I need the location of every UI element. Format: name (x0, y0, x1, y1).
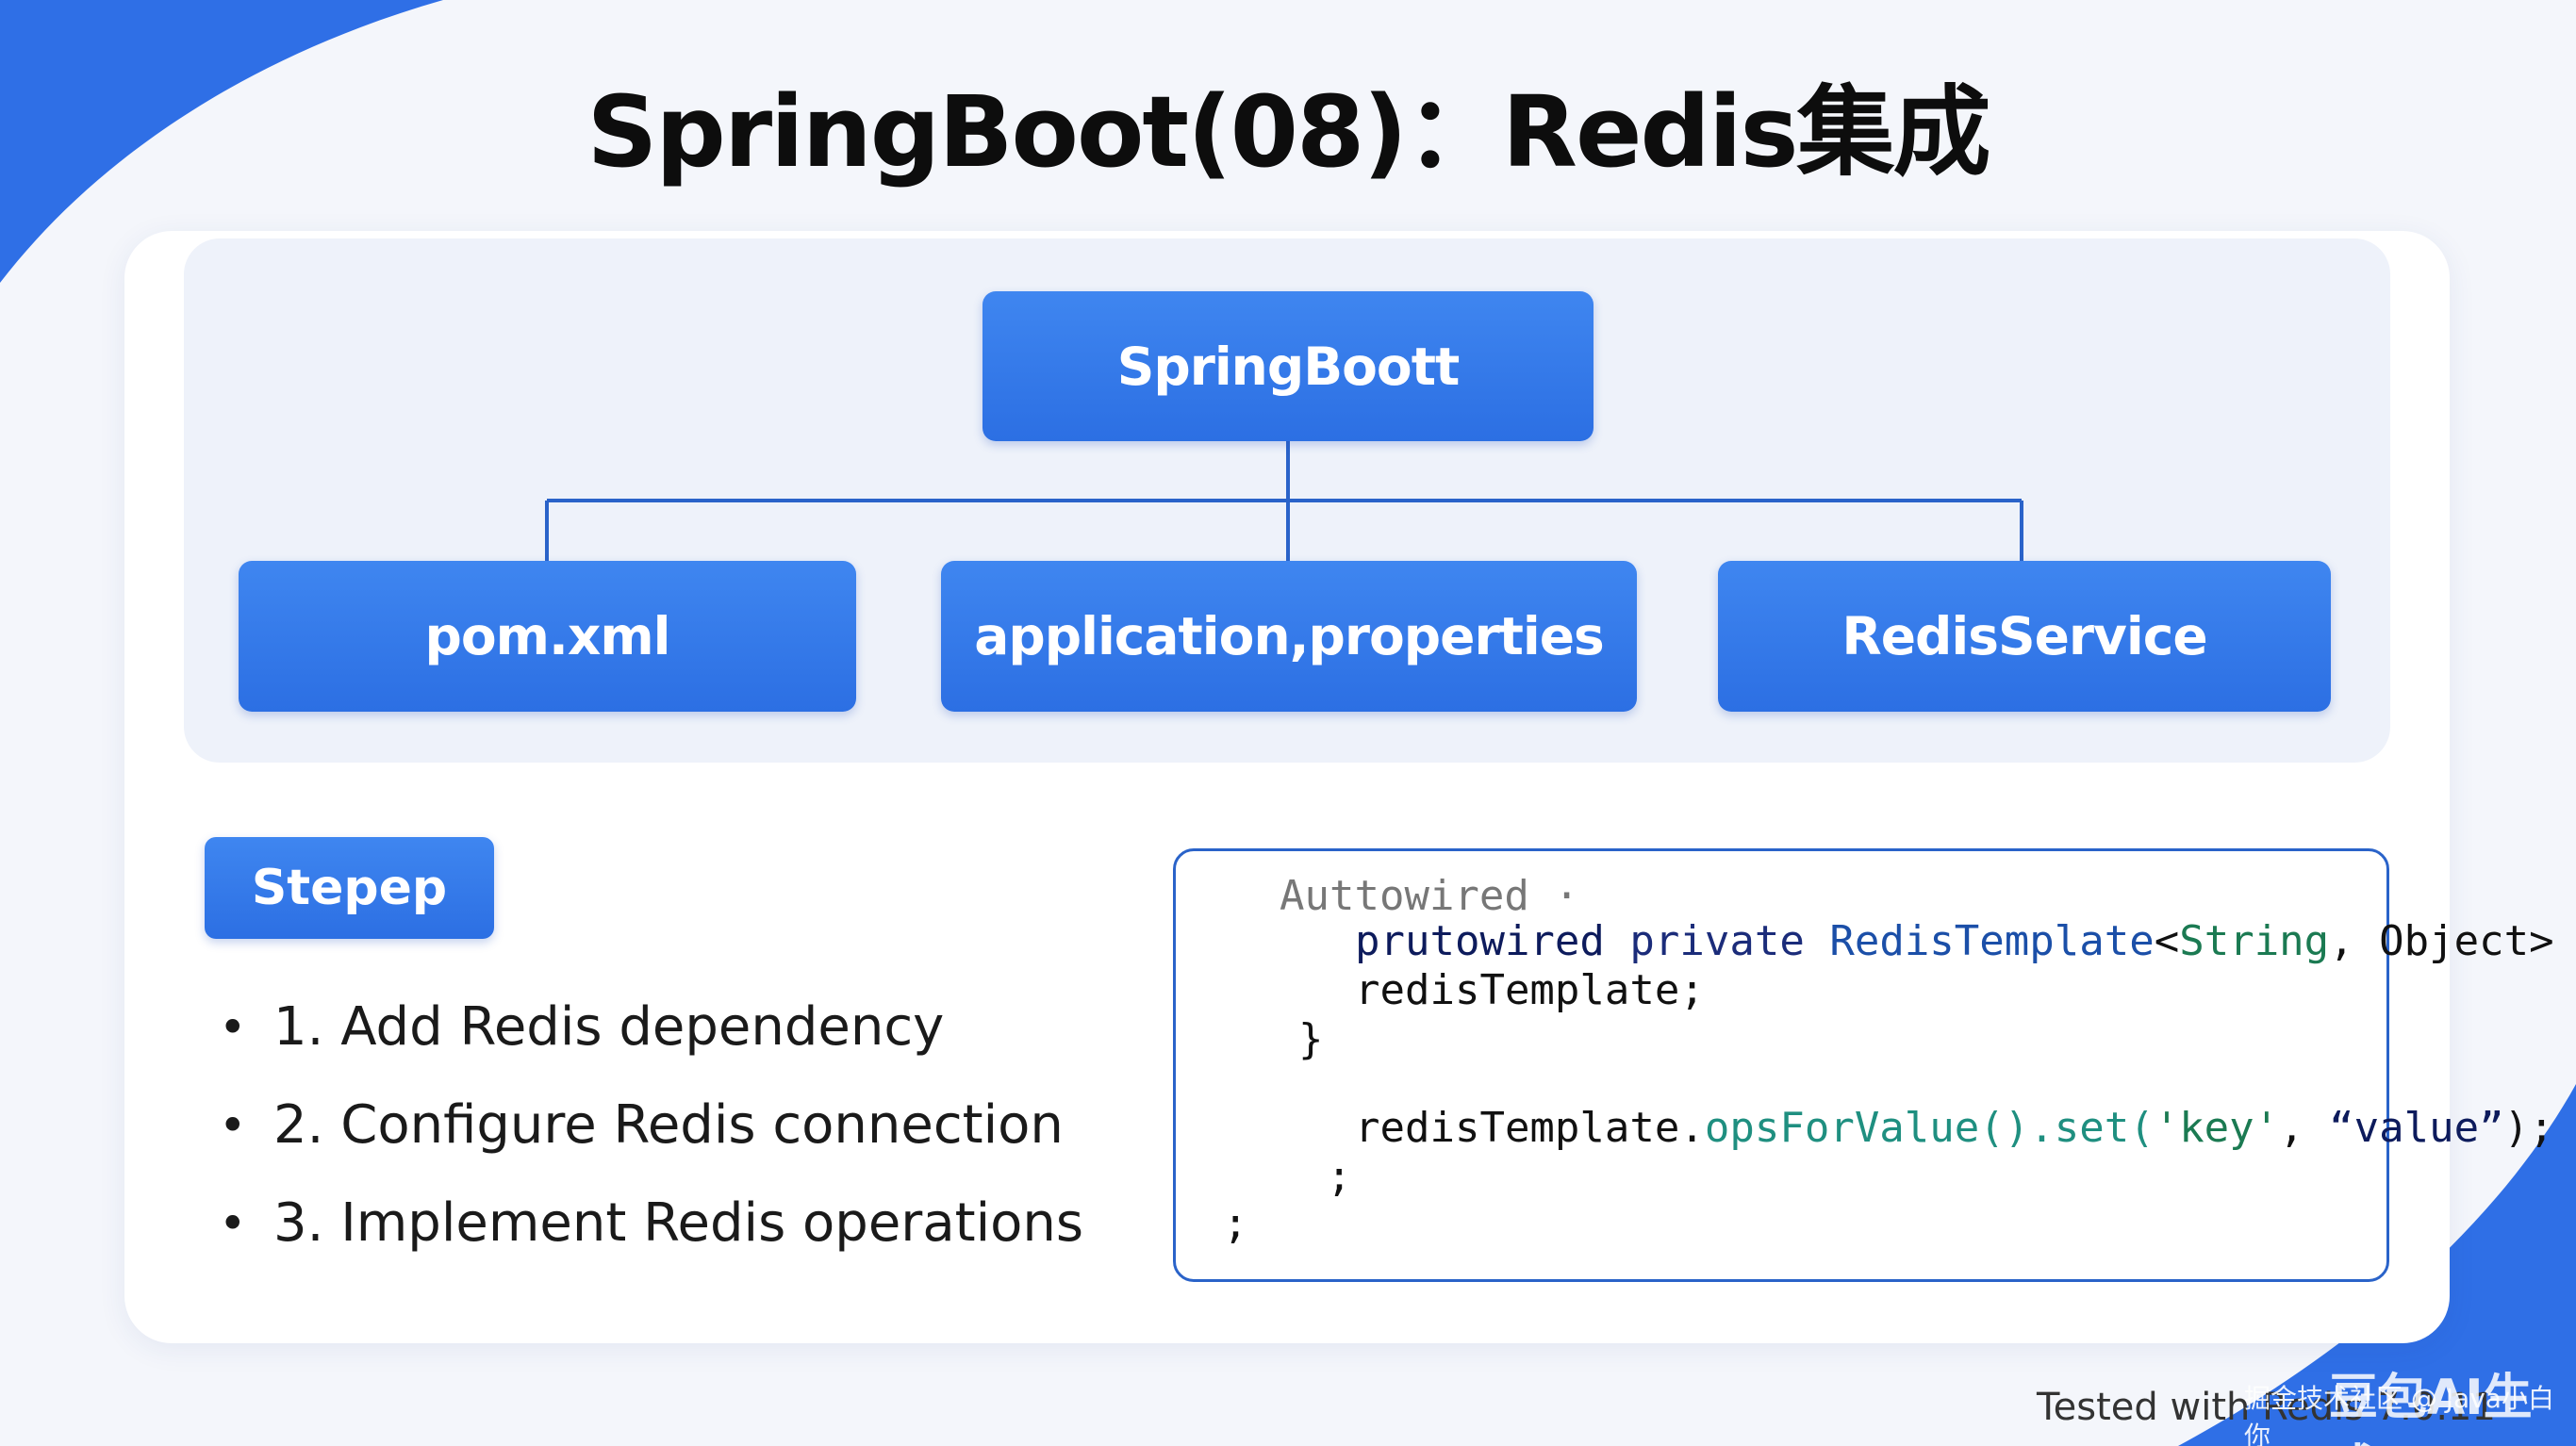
code-snippet: Auttowired · prutowired private RedisTem… (1173, 848, 2554, 1282)
list-item: • 1. Add Redis dependency (219, 978, 1083, 1076)
source-watermark: 掘金技术社区 @ Java小白你 (2244, 1383, 2554, 1446)
code-semicolon: ; (1223, 1200, 1248, 1248)
node-springboot-root: SpringBoott (983, 291, 1593, 441)
node-application-properties: application,properties (941, 561, 1637, 712)
steps-badge: Stepep (205, 837, 494, 939)
code-field-name: redisTemplate; (1355, 966, 1705, 1014)
code-annotation: Auttowired · (1280, 872, 1579, 920)
list-item: • 2. Configure Redis connection (219, 1076, 1083, 1175)
code-semicolon: ; (1327, 1153, 1352, 1201)
steps-list: • 1. Add Redis dependency • 2. Configure… (219, 978, 1083, 1273)
bullet-icon: • (219, 1000, 247, 1055)
node-pom-xml: pom.xml (239, 561, 856, 712)
code-set-call: redisTemplate.opsForValue().set('key', “… (1355, 1104, 2554, 1152)
tested-with-label: Tested with Redis 7.0.11 (2037, 1386, 2496, 1429)
step-text: 3. Implement Redis operations (273, 1192, 1084, 1254)
list-item: • 3. Implement Redis operations (219, 1175, 1083, 1273)
code-closing-brace: } (1298, 1015, 1324, 1063)
page-title: SpringBoot(08)：Redis集成 (586, 74, 1990, 189)
node-redis-service: RedisService (1718, 561, 2331, 712)
ai-watermark: 豆包AI生成 (2329, 1370, 2533, 1446)
step-text: 1. Add Redis dependency (273, 996, 945, 1058)
code-field-declaration: prutowired private RedisTemplate<String,… (1355, 917, 2554, 965)
bullet-icon: • (219, 1196, 247, 1251)
step-text: 2. Configure Redis connection (273, 1094, 1064, 1156)
bullet-icon: • (219, 1098, 247, 1153)
